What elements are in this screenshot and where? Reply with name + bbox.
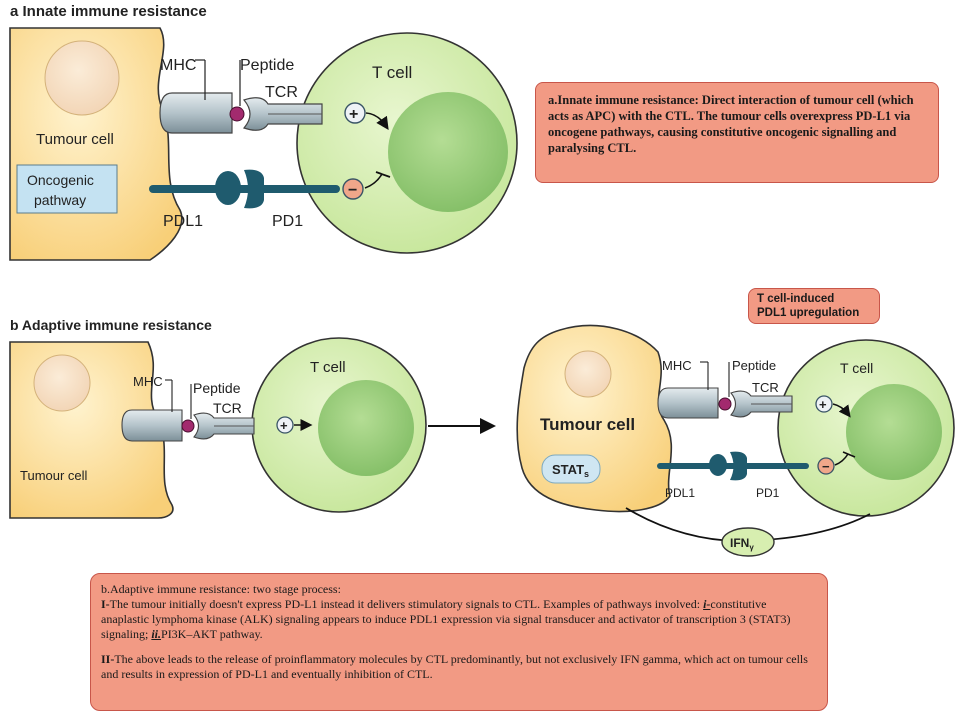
adaptive-heading: b.Adaptive immune resistance: two stage … (101, 582, 341, 596)
panel-b-right-pdl1-label: PDL1 (665, 486, 695, 500)
svg-text:−: − (822, 459, 830, 474)
panel-a-plus-signal (344, 102, 366, 124)
panel-b-right-tcell-label: T cell (840, 360, 873, 376)
panel-b-right-peptide (718, 397, 732, 411)
panel-a-pd1-cup (244, 169, 264, 209)
oncogenic-line1: Oncogenic (27, 172, 94, 188)
panel-b-right-pd1-label: PD1 (756, 486, 780, 500)
panel-a-minus-signal (342, 178, 364, 200)
oncogenic-pathway-box (16, 164, 118, 214)
panel-b-left-tumour-nucleus (33, 354, 91, 412)
panel-b-right-t-cell-nucleus (846, 384, 942, 480)
panel-a-peptide (229, 106, 245, 122)
panel-a-inhibition-line (364, 173, 383, 189)
adaptive-resistance-description-box: b.Adaptive immune resistance: two stage … (90, 573, 828, 711)
panel-b-left-tumour-label: Tumour cell (20, 468, 88, 483)
panel-a-mhc (159, 92, 233, 134)
panel-b-right-pdl1-knob (709, 454, 727, 476)
panel-b-left-peptide-label: Peptide (193, 380, 241, 396)
panel-a-tumour-nucleus (44, 40, 120, 116)
panel-b-right-activation-arrow (832, 403, 851, 418)
panel-a-peptide-label: Peptide (240, 57, 294, 74)
panel-b-left-mhc (121, 409, 183, 442)
panel-a-tcell-label: T cell (372, 63, 412, 82)
panel-b-right-pd1-cup (730, 451, 747, 481)
panel-b-right-minus-signal (817, 457, 835, 475)
panel-a-activation-arrow (365, 112, 389, 130)
panel-a-pdl1-knob (215, 171, 241, 205)
tcell-induced-line2: PDL1 upregulation (757, 307, 860, 319)
stat-label: STATs (552, 462, 589, 479)
panel-b-right-plus-signal (815, 395, 833, 413)
ifn-gamma-badge (721, 527, 775, 557)
panel-a-pd1-label: PD1 (272, 213, 303, 230)
oncogenic-line2: pathway (34, 192, 86, 208)
panel-b-right-peptide-label: Peptide (732, 358, 776, 373)
panel-b-left-tcell-label: T cell (310, 359, 346, 376)
panel-b-left-peptide (181, 419, 195, 433)
panel-b-right-inhibition-line (834, 453, 849, 466)
innate-resistance-description: a.Innate immune resistance: Direct inter… (548, 93, 914, 155)
tcell-induced-line1: T cell-induced (757, 293, 835, 305)
panel-b-right-mhc-label: MHC (662, 358, 692, 373)
ifn-gamma-label: IFNγ (730, 536, 754, 552)
svg-text:+: + (349, 106, 358, 123)
svg-text:+: + (819, 397, 827, 412)
panel-b-right-tumour-label: Tumour cell (540, 415, 635, 434)
panel-b-right-mhc (657, 387, 719, 419)
panel-b-left-plus-signal (276, 416, 294, 434)
panel-b-right-tcr-label: TCR (752, 380, 779, 395)
panel-a-pdl1-label: PDL1 (163, 213, 203, 230)
innate-resistance-description-box: a.Innate immune resistance: Direct inter… (535, 82, 939, 183)
panel-a-t-cell-nucleus (388, 92, 508, 212)
svg-text:+: + (280, 418, 288, 433)
panel-a-tumour-label: Tumour cell (36, 131, 114, 148)
stat-badge (541, 454, 601, 484)
svg-text:−: − (348, 182, 357, 199)
adaptive-stage-one: I-The tumour initially doesn't express P… (101, 597, 791, 641)
panel-a-title: a Innate immune resistance (10, 3, 207, 20)
adaptive-stage-two: II-The above leads to the release of pro… (101, 652, 808, 681)
panel-b-title: b Adaptive immune resistance (10, 317, 212, 333)
panel-a-tcr-label: TCR (265, 84, 298, 101)
panel-b-left-mhc-label: MHC (133, 374, 163, 389)
panel-b-right-tumour-nucleus (564, 350, 612, 398)
panel-b-left-t-cell-nucleus (318, 380, 414, 476)
tcell-induced-pdl1-box: T cell-induced PDL1 upregulation (748, 288, 880, 324)
panel-a-mhc-label: MHC (160, 57, 196, 74)
panel-b-left-tcr-label: TCR (213, 400, 242, 416)
